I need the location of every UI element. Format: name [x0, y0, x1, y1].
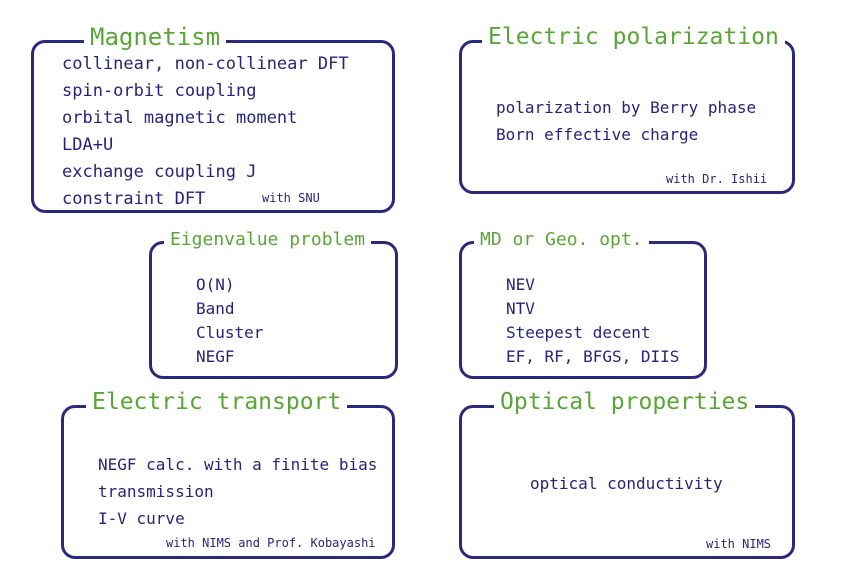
- md-geo-opt-box: MD or Geo. opt. NEV NTV Steepest decent …: [459, 231, 707, 379]
- optical-list: optical conductivity: [530, 470, 723, 497]
- list-item: NTV: [506, 299, 535, 318]
- list-item: Steepest decent: [506, 323, 651, 342]
- eigenvalue-box: Eigenvalue problem O(N) Band Cluster NEG…: [149, 231, 398, 379]
- list-item: Cluster: [196, 323, 264, 342]
- optical-note: with NIMS: [706, 537, 772, 551]
- polarization-box: Electric polarization polarization by Be…: [459, 26, 795, 194]
- transport-list: NEGF calc. with a finite bias transmissi…: [98, 451, 377, 532]
- list-item: collinear, non-collinear DFT: [62, 54, 349, 74]
- magnetism-title: Magnetism: [84, 25, 227, 49]
- list-item: spin-orbit coupling: [62, 81, 257, 101]
- magnetism-note: with SNU: [262, 191, 320, 205]
- polarization-title: Electric polarization: [482, 26, 785, 49]
- eigenvalue-list: O(N) Band Cluster NEGF: [196, 273, 263, 369]
- magnetism-list: collinear, non-collinear DFT spin-orbit …: [62, 51, 349, 213]
- transport-title: Electric transport: [86, 391, 348, 414]
- list-item: EF, RF, BFGS, DIIS: [506, 347, 680, 366]
- list-item: polarization by Berry phase: [496, 98, 757, 117]
- list-item: O(N): [196, 275, 235, 294]
- optical-box: Optical properties optical conductivity …: [459, 391, 795, 559]
- list-item: LDA+U: [62, 135, 114, 155]
- list-item: constraint DFT: [62, 189, 206, 209]
- polarization-list: polarization by Berry phase Born effecti…: [496, 94, 756, 148]
- optical-title: Optical properties: [494, 391, 756, 414]
- list-item: orbital magnetic moment: [62, 108, 298, 128]
- transport-note: with NIMS and Prof. Kobayashi: [166, 536, 376, 550]
- magnetism-box: Magnetism collinear, non-collinear DFT s…: [31, 25, 395, 213]
- list-item: exchange coupling J: [62, 162, 257, 182]
- list-item: NEGF calc. with a finite bias: [98, 455, 378, 474]
- list-item: I-V curve: [98, 509, 185, 528]
- md-geo-opt-title: MD or Geo. opt.: [474, 231, 649, 249]
- eigenvalue-title: Eigenvalue problem: [164, 231, 372, 249]
- list-item: optical conductivity: [530, 474, 723, 493]
- list-item: transmission: [98, 482, 214, 501]
- list-item: Born effective charge: [496, 125, 699, 144]
- list-item: Band: [196, 299, 235, 318]
- polarization-note: with Dr. Ishii: [666, 172, 768, 186]
- list-item: NEV: [506, 275, 535, 294]
- transport-box: Electric transport NEGF calc. with a fin…: [61, 391, 395, 559]
- list-item: NEGF: [196, 347, 235, 366]
- md-geo-opt-list: NEV NTV Steepest decent EF, RF, BFGS, DI…: [506, 273, 679, 369]
